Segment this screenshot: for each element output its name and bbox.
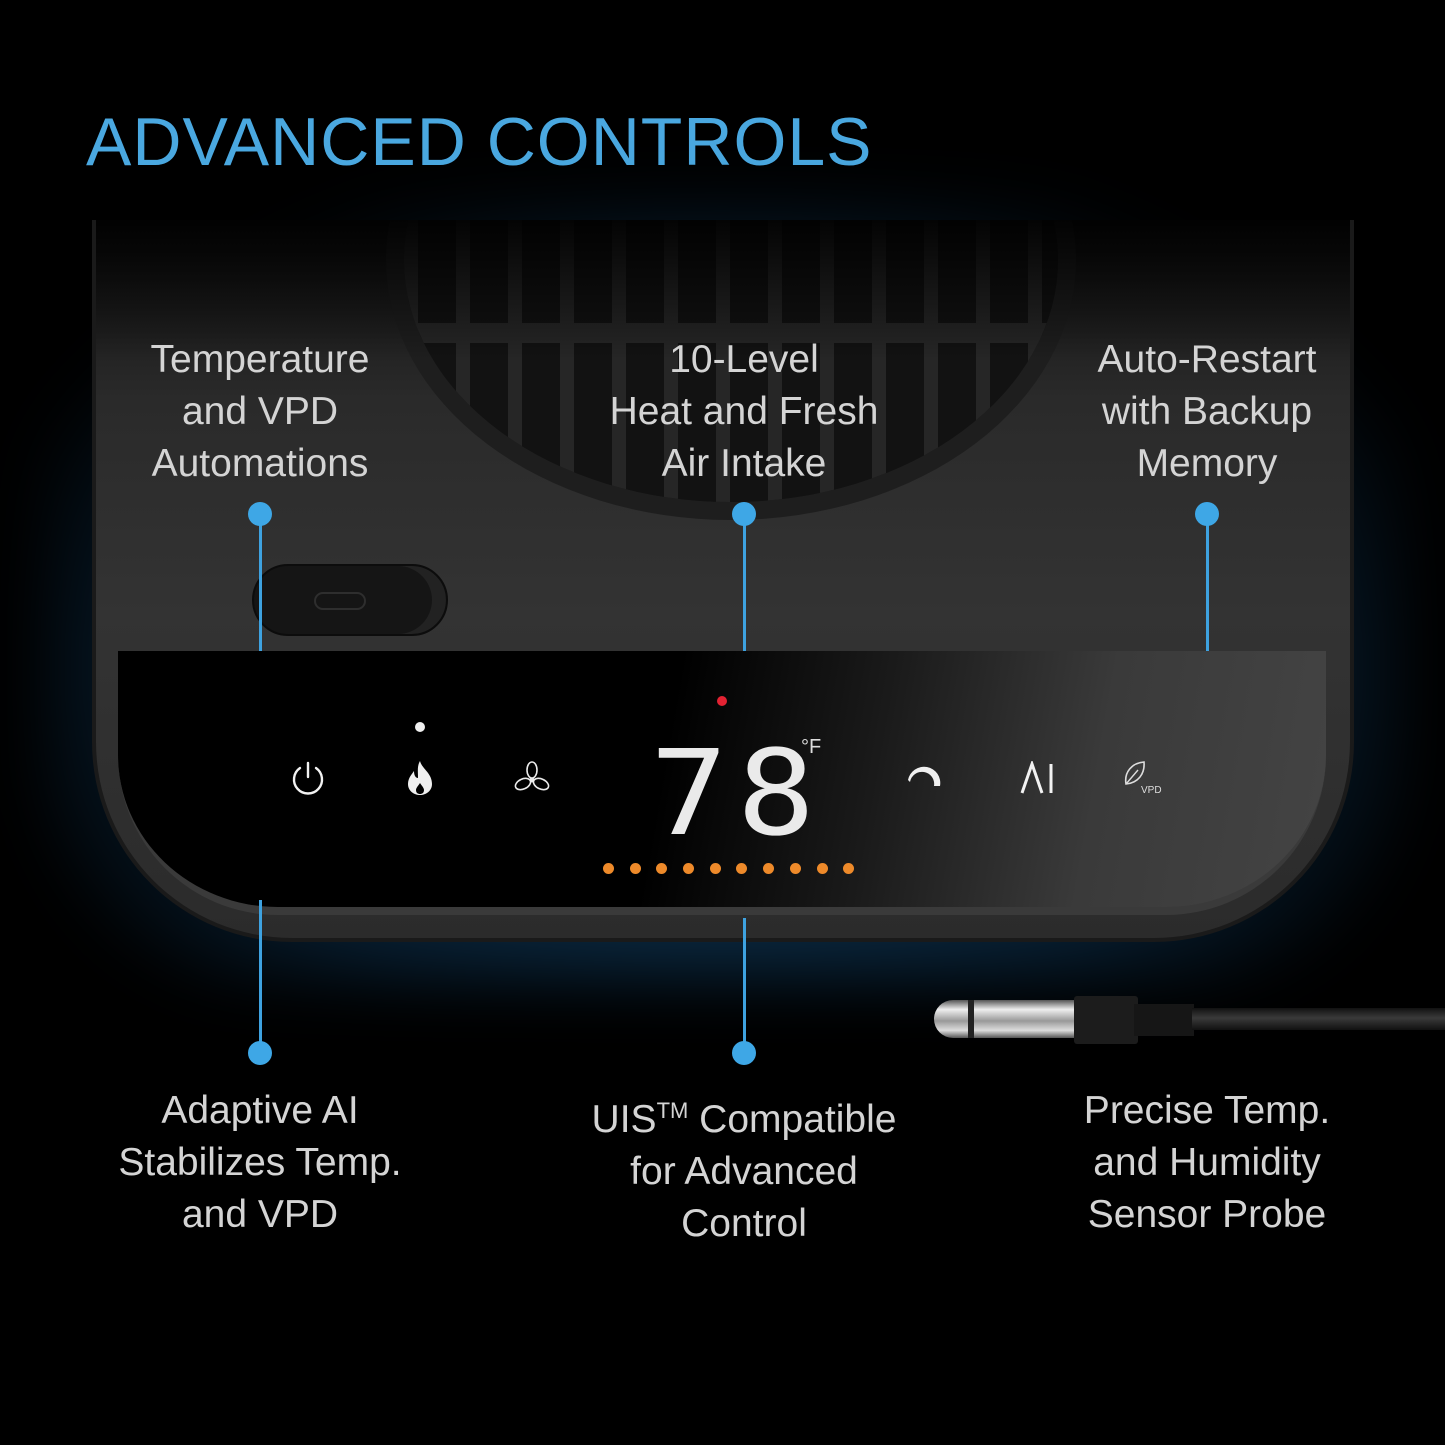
flame-icon: [408, 761, 432, 795]
callout-line: [743, 918, 746, 1052]
heat-indicator-dot: [415, 722, 425, 732]
speed-button[interactable]: [904, 762, 944, 792]
callout-adaptive-ai: Adaptive AI Stabilizes Temp. and VPD: [118, 1089, 402, 1236]
temperature-unit: °F: [801, 736, 822, 758]
callout-line: [1206, 514, 1209, 651]
arc-speed-icon: [908, 766, 941, 786]
ai-icon: [1020, 761, 1053, 794]
level-dot: [843, 863, 855, 874]
callout-uis-compatible: UISTM Compatible for Advanced Control: [591, 1098, 897, 1245]
svg-text:VPD: VPD: [1141, 785, 1162, 796]
status-indicator-dot: [717, 696, 727, 706]
level-dot: [816, 863, 828, 874]
callout-sensor-probe: Precise Temp. and Humidity Sensor Probe: [1083, 1089, 1331, 1236]
power-icon: [292, 761, 324, 795]
callout-line: [259, 900, 262, 1052]
heater-device-body: [92, 220, 1354, 942]
control-panel: [118, 651, 1326, 915]
callout-dot: [732, 1041, 756, 1065]
level-dot: [629, 863, 641, 874]
level-dot: [656, 863, 668, 874]
temperature-display: 78: [650, 724, 824, 862]
level-dot: [709, 863, 721, 874]
callout-line: [743, 514, 746, 651]
ai-button[interactable]: [1018, 760, 1058, 796]
fan-button[interactable]: [512, 760, 552, 796]
callout-temperature-vpd-automations: Temperature and VPD Automations: [150, 338, 370, 485]
level-dot: [683, 863, 695, 874]
callout-dot: [1195, 502, 1219, 526]
level-dot: [763, 863, 775, 874]
callout-dot: [248, 502, 272, 526]
level-dot: [603, 863, 614, 874]
page-title: ADVANCED CONTROLS: [86, 104, 873, 180]
callout-dot: [248, 1041, 272, 1065]
vpd-button[interactable]: VPD: [1120, 758, 1170, 798]
power-button[interactable]: [288, 758, 328, 798]
level-indicator: [603, 863, 855, 874]
leaf-icon: VPD: [1124, 761, 1162, 796]
callout-heat-fresh-air: 10-Level Heat and Fresh Air Intake: [609, 338, 879, 485]
level-dot: [789, 863, 801, 874]
callout-auto-restart: Auto-Restart with Backup Memory: [1097, 338, 1317, 485]
callout-dot: [732, 502, 756, 526]
fan-icon: [514, 761, 550, 791]
heat-button[interactable]: [402, 758, 438, 798]
callout-line: [259, 514, 262, 651]
usb-c-port: [252, 564, 448, 636]
level-dot: [736, 863, 748, 874]
